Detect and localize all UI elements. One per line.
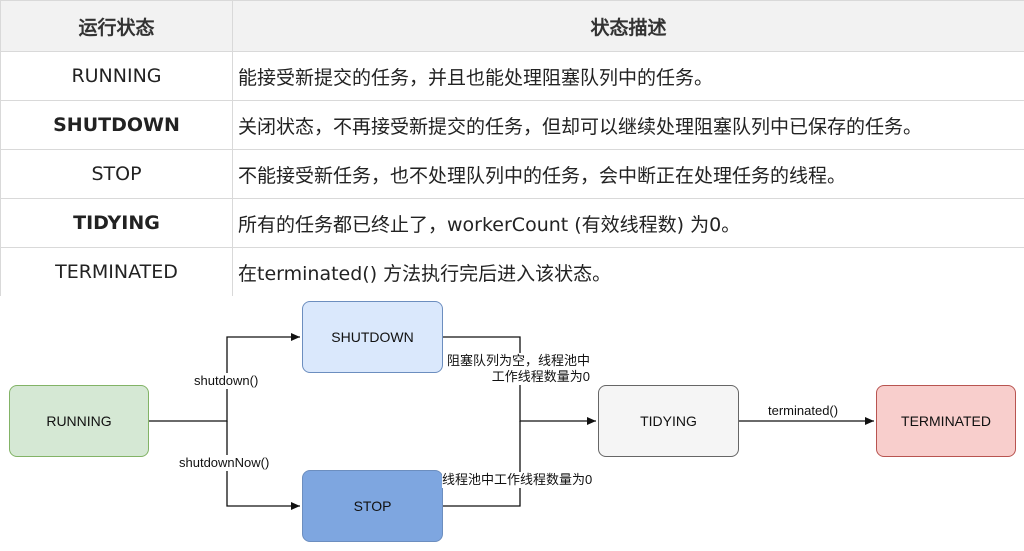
table-row: TIDYING 所有的任务都已终止了，workerCount (有效线程数) 为… xyxy=(0,198,1024,248)
edge-label-shutdown: shutdown() xyxy=(194,373,259,389)
table-row: STOP 不能接受新任务，也不处理队列中的任务，会中断正在处理任务的线程。 xyxy=(0,149,1024,199)
node-shutdown: SHUTDOWN xyxy=(302,301,443,373)
state-transition-diagram: RUNNING SHUTDOWN STOP TIDYING TERMINATED… xyxy=(0,292,1024,551)
node-terminated: TERMINATED xyxy=(876,385,1016,457)
edge-running-stop xyxy=(226,421,300,510)
edge-label-line: 阻塞队列为空，线程池中 xyxy=(447,353,591,368)
description-cell: 能接受新提交的任务，并且也能处理阻塞队列中的任务。 xyxy=(232,51,1024,101)
column-header-description: 状态描述 xyxy=(232,0,1024,52)
node-stop: STOP xyxy=(302,470,443,542)
node-tidying: TIDYING xyxy=(598,385,739,457)
edge-stop-tidying xyxy=(443,421,521,507)
table-header-row: 运行状态 状态描述 xyxy=(0,0,1024,52)
state-cell: TERMINATED xyxy=(0,247,233,296)
state-cell: TIDYING xyxy=(0,198,233,248)
edge-label-line: 工作线程数量为0 xyxy=(491,369,591,384)
state-table: 运行状态 状态描述 RUNNING 能接受新提交的任务，并且也能处理阻塞队列中的… xyxy=(0,0,1024,296)
table-row: RUNNING 能接受新提交的任务，并且也能处理阻塞队列中的任务。 xyxy=(0,51,1024,101)
edge-label-shutdown-tidying: 阻塞队列为空，线程池中 工作线程数量为0 xyxy=(447,353,591,385)
edge-label-stop-tidying: 线程池中工作线程数量为0 xyxy=(442,472,593,488)
node-running: RUNNING xyxy=(9,385,149,457)
column-header-state: 运行状态 xyxy=(0,0,233,52)
state-cell: SHUTDOWN xyxy=(0,100,233,150)
description-cell: 在terminated() 方法执行完后进入该状态。 xyxy=(232,247,1024,296)
description-cell: 关闭状态，不再接受新提交的任务，但却可以继续处理阻塞队列中已保存的任务。 xyxy=(232,100,1024,150)
edge-label-terminated: terminated() xyxy=(768,403,839,419)
state-cell: STOP xyxy=(0,149,233,199)
table-row: TERMINATED 在terminated() 方法执行完后进入该状态。 xyxy=(0,247,1024,296)
table-row: SHUTDOWN 关闭状态，不再接受新提交的任务，但却可以继续处理阻塞队列中已保… xyxy=(0,100,1024,150)
description-cell: 所有的任务都已终止了，workerCount (有效线程数) 为0。 xyxy=(232,198,1024,248)
edge-label-shutdownnow: shutdownNow() xyxy=(179,455,270,471)
state-cell: RUNNING xyxy=(0,51,233,101)
connector-lines xyxy=(149,333,874,510)
description-cell: 不能接受新任务，也不处理队列中的任务，会中断正在处理任务的线程。 xyxy=(232,149,1024,199)
